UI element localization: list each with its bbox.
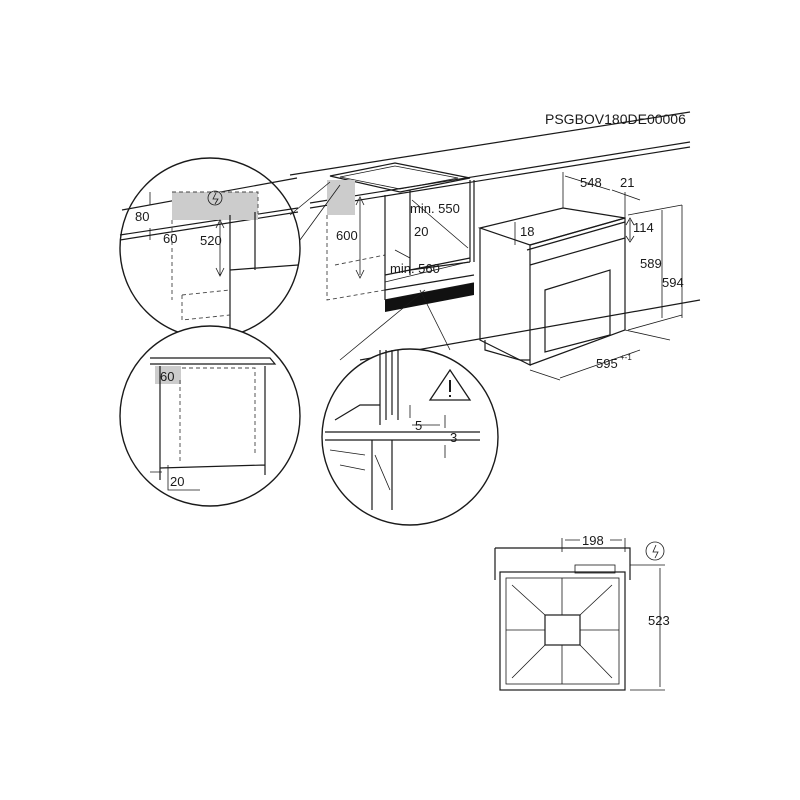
label-3: 3	[450, 430, 457, 445]
detail-side-circle	[119, 325, 301, 507]
label-18: 18	[520, 224, 534, 239]
label-tolerance: +-1	[620, 353, 632, 362]
label-side-60: 60	[160, 369, 174, 384]
label-20: 20	[414, 224, 428, 239]
label-114: 114	[633, 220, 654, 235]
oven	[477, 172, 683, 381]
label-594: 594	[662, 275, 684, 290]
connection-zone	[327, 180, 355, 215]
label-5: 5	[415, 418, 422, 433]
label-600: 600	[336, 228, 358, 243]
electrical-connection-icon	[207, 190, 223, 206]
cabinet	[326, 180, 475, 361]
label-520: 520	[200, 233, 222, 248]
label-60: 60	[163, 231, 177, 246]
label-side-20: 20	[170, 474, 184, 489]
label-589: 589	[640, 256, 662, 271]
label-548: 548	[580, 175, 602, 190]
label-min-550: min. 550	[410, 201, 460, 216]
label-21: 21	[620, 175, 634, 190]
label-523: 523	[648, 613, 670, 628]
label-198: 198	[582, 533, 604, 548]
detail-worktop-circle	[119, 157, 341, 339]
label-min-560: min. 560	[390, 261, 440, 276]
electrical-connection-icon	[645, 541, 665, 561]
label-80: 80	[135, 209, 149, 224]
oven-bottom-view	[494, 538, 665, 691]
label-595: 595	[596, 356, 618, 371]
detail-floor-circle	[321, 348, 499, 526]
diagram-code: PSGBOV180DE00006	[545, 111, 686, 127]
